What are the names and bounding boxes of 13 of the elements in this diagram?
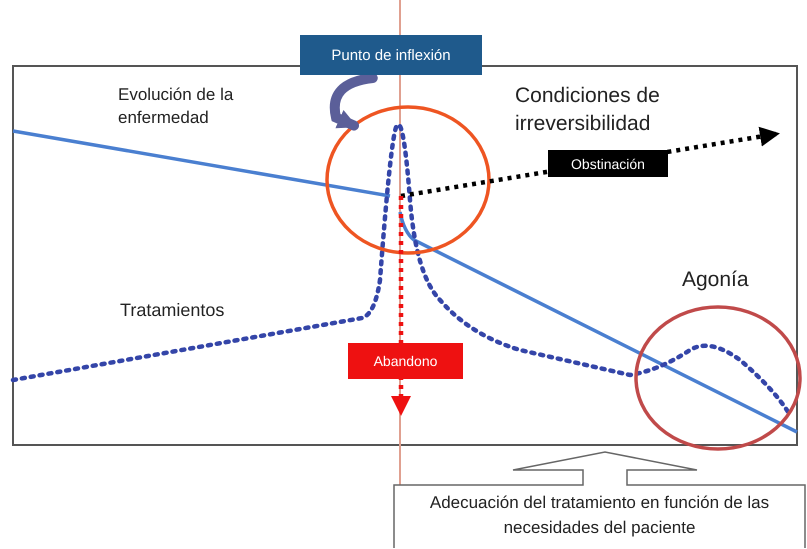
annotation-text: Tratamientos — [120, 299, 226, 322]
heading-text: Agonía — [682, 268, 749, 292]
edge-label: Obstinación — [548, 150, 668, 177]
inflection-circle — [325, 105, 491, 255]
agony-circle — [634, 305, 802, 451]
dashed-arrow — [391, 196, 411, 416]
annotation-text: Evolución de la enfermedad — [118, 84, 234, 129]
annotation-text: Condiciones de irreversibilidad — [515, 83, 661, 138]
inflection-label-box: Punto de inflexión — [300, 35, 482, 75]
callout-box — [393, 451, 806, 549]
edge-label: Abandono — [348, 343, 463, 379]
curved-arrow — [330, 73, 378, 131]
callout-text: Adecuación del tratamiento en función de las necesidades del paciente — [428, 492, 770, 539]
